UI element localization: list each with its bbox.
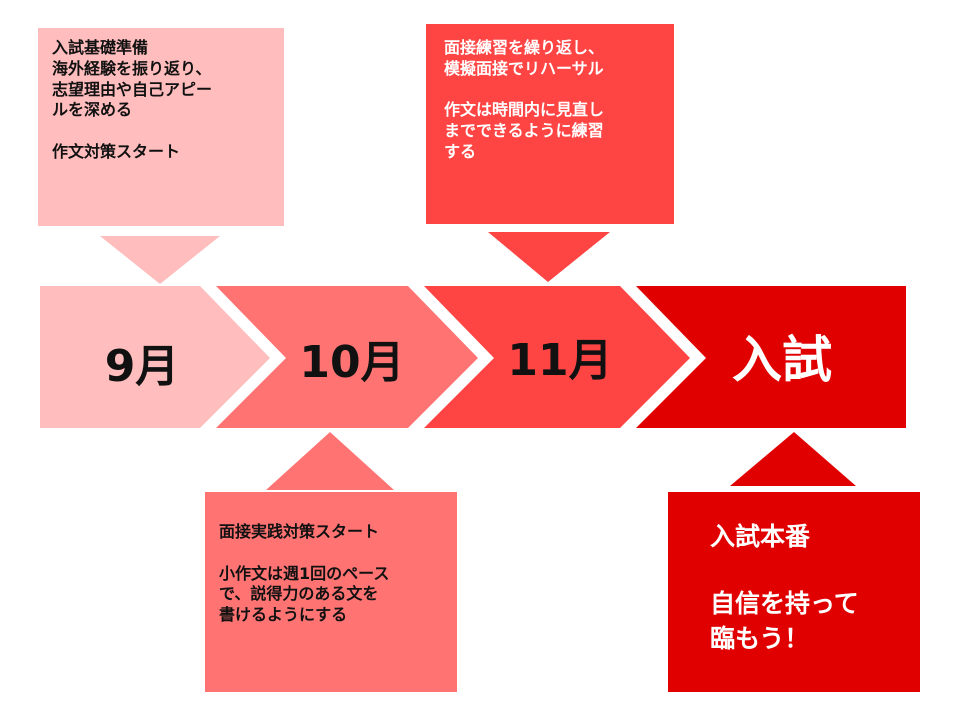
note-line: 小作文は週1回のペース bbox=[219, 563, 390, 583]
note-line: 書けるようにする bbox=[219, 605, 348, 625]
step-label-october: 10月 bbox=[299, 337, 405, 388]
step-label-november: 11月 bbox=[507, 335, 613, 386]
note-line: で、説得力のある文を bbox=[219, 584, 379, 604]
step-label-september: 9月 bbox=[104, 341, 180, 392]
note-line: 模擬面接でリハーサル bbox=[444, 58, 604, 78]
exam-note: 入試本番 自信を持って 臨もう！ bbox=[668, 492, 920, 692]
note-line: 自信を持って bbox=[710, 589, 859, 618]
timeline-step-exam bbox=[636, 286, 906, 428]
exam-callout-arrow bbox=[730, 432, 856, 486]
note-line bbox=[52, 121, 270, 142]
timeline-step-november bbox=[424, 286, 690, 428]
november-note: 面接練習を繰り返し、 模擬面接でリハーサル 作文は時間内に見直し までできるよう… bbox=[426, 24, 674, 224]
note-line bbox=[219, 543, 443, 564]
note-line bbox=[710, 555, 878, 588]
note-line: 入試基礎準備 bbox=[52, 38, 149, 57]
note-line bbox=[444, 80, 656, 101]
note-line: する bbox=[444, 141, 477, 161]
timeline-step-september bbox=[40, 286, 270, 428]
note-line: 面接実践対策スタート bbox=[219, 522, 380, 541]
note-line: ルを深める bbox=[52, 100, 133, 120]
september-callout-arrow bbox=[100, 236, 220, 284]
october-note: 面接実践対策スタート 小作文は週1回のペース で、説得力のある文を 書けるように… bbox=[205, 492, 457, 692]
note-line: 臨もう！ bbox=[710, 623, 810, 653]
step-label-exam: 入試 bbox=[732, 331, 832, 389]
note-line: 志望理由や自己アピー bbox=[52, 79, 213, 99]
note-line: 作文は時間内に見直し bbox=[444, 100, 605, 120]
note-line: までできるように練習 bbox=[444, 121, 604, 141]
september-note: 入試基礎準備 海外経験を振り返り、 志望理由や自己アピー ルを深める 作文対策ス… bbox=[38, 28, 284, 226]
note-line: 入試本番 bbox=[710, 522, 811, 551]
note-line: 作文対策スタート bbox=[52, 141, 181, 161]
note-line: 海外経験を振り返り、 bbox=[52, 58, 212, 78]
october-callout-arrow bbox=[266, 432, 394, 490]
note-line: 面接練習を繰り返し、 bbox=[444, 38, 605, 57]
timeline-step-october bbox=[216, 286, 478, 428]
november-callout-arrow bbox=[488, 232, 610, 282]
